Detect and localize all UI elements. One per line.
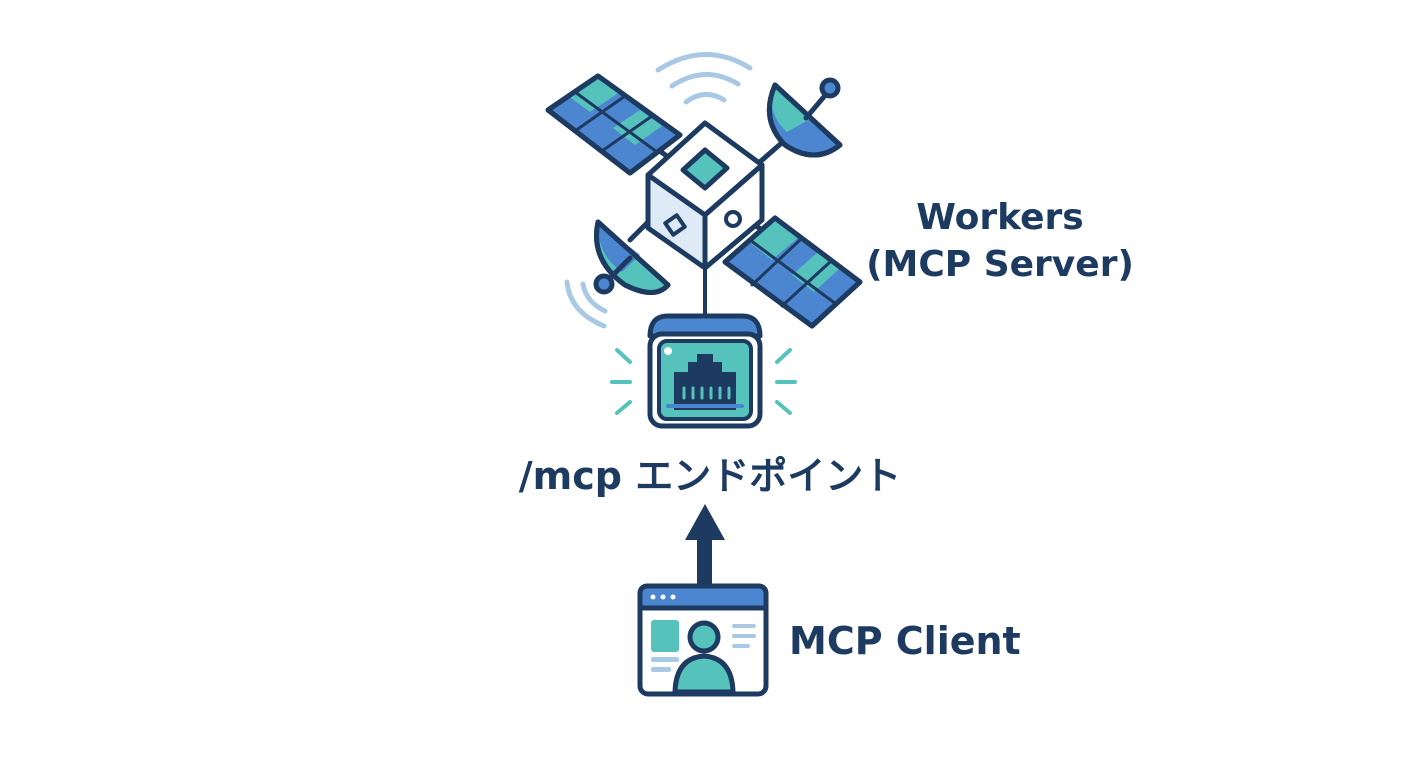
signal-waves-top-icon: [655, 52, 753, 105]
right-solar-panel-icon: [722, 215, 863, 329]
arrow-up-icon: [685, 504, 725, 586]
server-label: Workers (MCP Server): [860, 194, 1140, 288]
ethernet-port-icon: [610, 313, 797, 429]
server-label-line2: (MCP Server): [866, 244, 1134, 285]
signal-waves-left-icon: [564, 279, 608, 329]
server-label-line1: Workers: [916, 197, 1084, 238]
satellite-body-icon: [645, 120, 765, 271]
satellite-dish-left-icon: [593, 219, 671, 295]
satellite-dish-top-icon: [766, 77, 843, 158]
endpoint-label: /mcp エンドポイント: [518, 454, 902, 498]
client-label: MCP Client: [789, 619, 1021, 663]
sparkle-lines-icon: [610, 348, 797, 415]
left-solar-panel-icon: [545, 73, 683, 176]
satellite-icon: [545, 52, 863, 329]
browser-user-icon: [637, 583, 769, 697]
